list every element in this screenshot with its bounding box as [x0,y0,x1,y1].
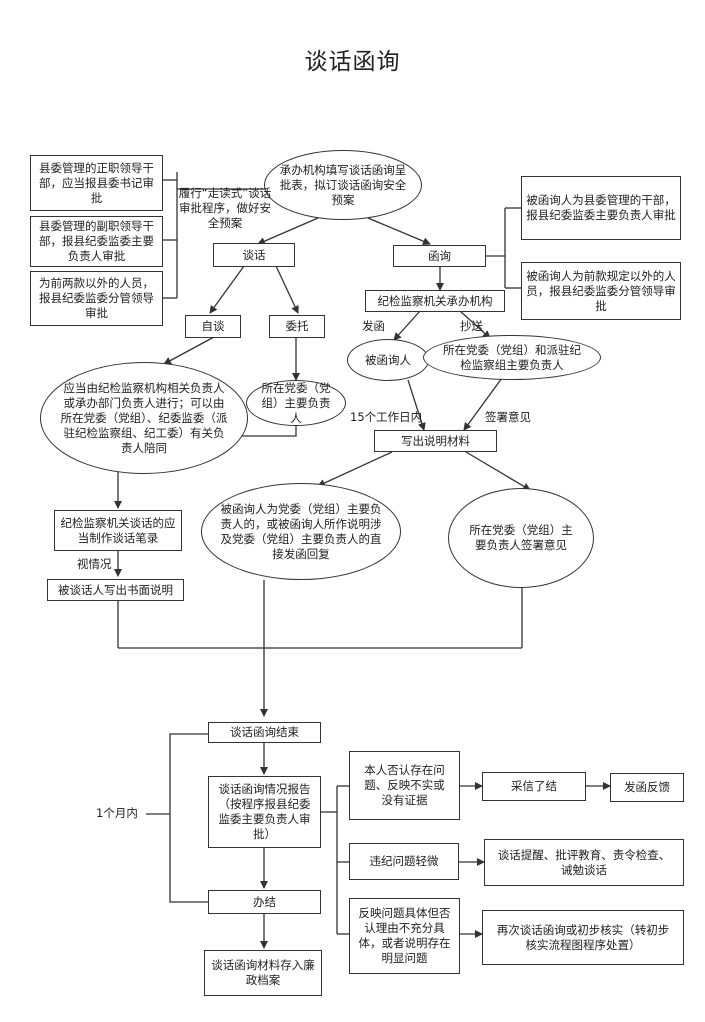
node-left-b: 县委管理的副职领导干部，报县纪委监委主要负责人审批 [30,216,163,267]
node-letter: 函询 [393,245,486,267]
connector-organ-recipient [393,310,421,341]
connector-talk-self [209,265,245,314]
connector-recipient-write [407,379,426,431]
node-specific: 反映问题具体但否认理由不充分具体，或者说明存在明显问题 [349,898,460,974]
node-deny: 本人否认存在问题、反映不实或没有证据 [349,751,460,820]
connector-write-sign [465,451,531,491]
node-end: 谈话函询结束 [208,722,321,743]
label-send-letter: 发函 [362,319,385,333]
node-sign-opinion: 所在党委（党组）主要负责人签署意见 [448,488,594,588]
connector-write-reply [317,451,393,487]
node-organ: 纪检监察机关承办机构 [365,290,505,312]
node-self-talk: 自谈 [185,315,241,338]
node-direct-reply: 被函询人为党委（党组）主要负责人的，或被函询人所作说明涉及党委（党组）主要负责人… [201,483,401,580]
node-conclude: 办结 [208,890,321,914]
node-accept: 采信了结 [482,772,586,801]
label-sign-note: 签署意见 [485,410,531,424]
node-report: 谈话函询情况报告（按程序报县纪委监委主要负责人审批） [208,776,321,848]
connector-party-write [463,377,503,431]
node-minor: 违纪问题轻微 [349,843,459,880]
node-talk: 谈话 [213,243,295,267]
connector-talk-entrust [275,265,299,314]
node-recipient: 被函询人 [347,339,429,381]
label-as-needed: 视情况 [77,557,112,571]
label-copy-send: 抄送 [460,319,483,333]
node-written-note: 被谈话人写出书面说明 [47,579,184,601]
node-left-c: 为前两款以外的人员，报县纪委监委分管领导审批 [30,271,163,326]
label-within-15: 15个工作日内 [350,410,423,424]
node-party-member: 所在党委（党组）主要负责人 [246,380,346,426]
node-right-a: 被函询人为县委管理的干部，报县纪委监委主要负责人审批 [521,176,681,240]
node-recheck: 再次谈话函询或初步核实（转初步核实流程图程序处置） [482,910,684,965]
node-accompany: 应当由纪检监察机构相关负责人或承办部门负责人进行；可以由所在党委（党组）、纪委监… [40,362,248,474]
connector-start-talk [257,217,319,245]
connector-organ-party [459,310,491,339]
node-start: 承办机构填写谈话函询呈批表，拟订谈话函询安全预案 [264,150,422,220]
connector-member-accompany [231,424,297,440]
node-left-a: 县委管理的正职领导干部，应当报县委书记审批 [30,155,163,211]
connector-month-bracket [169,733,208,903]
node-party-head: 所在党委（党组）和派驻纪检监察组主要负责人 [423,335,601,380]
node-minor-action: 谈话提醒、批评教育、责令检查、诫勉谈话 [484,839,684,886]
label-one-month: 1个月内 [96,806,138,820]
node-archive: 谈话函询材料存入廉政档案 [204,950,322,996]
node-record: 纪检监察机关谈话的应当制作谈话笔录 [54,510,182,551]
page-title: 谈话函询 [304,49,401,75]
connector-self-accompany [163,336,215,365]
connector-start-letter [367,217,431,245]
node-entrust: 委托 [269,315,325,338]
node-feedback: 发函反馈 [610,773,684,802]
node-write-material: 写出说明材料 [374,430,497,452]
label-read-first: 履行“走读式”谈话审批程序，做好安全预案 [178,186,272,230]
node-right-b: 被函询人为前款规定以外的人员，报县纪委监委分管领导审批 [521,262,681,320]
